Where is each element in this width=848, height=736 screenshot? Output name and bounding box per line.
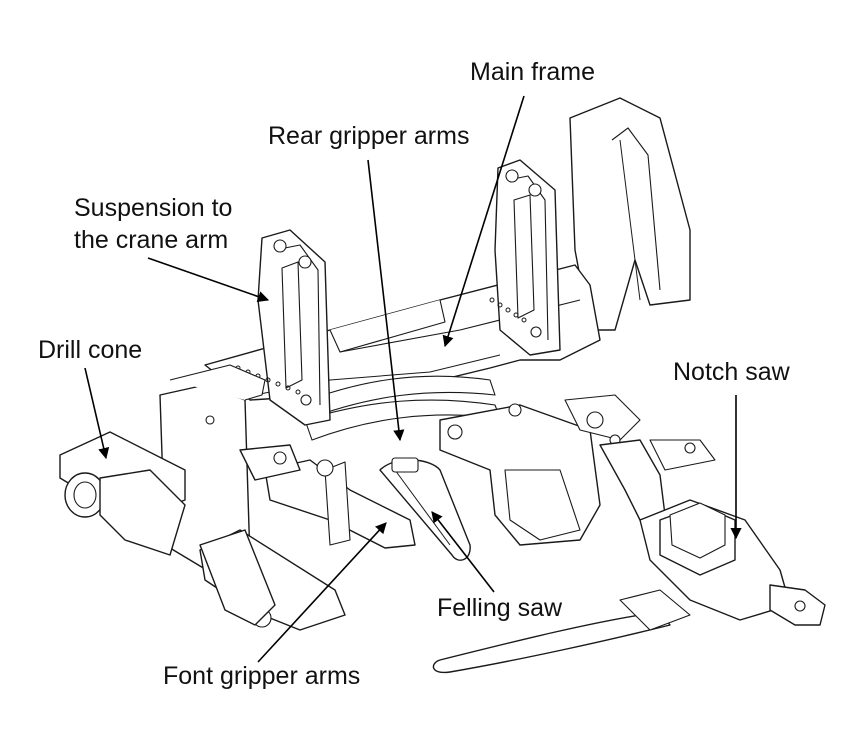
rear-gripper-arms <box>439 394 641 546</box>
label-suspension-line2: the crane arm <box>74 226 229 254</box>
label-felling-saw: Felling saw <box>437 594 563 622</box>
leader-drill-cone <box>84 367 110 460</box>
label-drill-cone: Drill cone <box>38 336 143 364</box>
right-suspension-bracket <box>489 159 561 356</box>
leader-font-gripper-arms <box>257 522 387 663</box>
label-main-frame: Main frame <box>470 58 596 86</box>
leader-main-frame <box>442 95 525 348</box>
front-gripper-arms <box>239 444 416 549</box>
notch-saw <box>432 439 826 674</box>
label-rear-gripper-arms: Rear gripper arms <box>268 122 470 150</box>
left-body-housing <box>59 364 346 631</box>
leader-felling-saw <box>431 511 495 593</box>
left-suspension-bracket <box>235 229 331 426</box>
felling-saw <box>379 457 471 561</box>
leader-lines <box>84 95 742 663</box>
label-suspension-line1: Suspension to <box>74 194 233 222</box>
label-notch-saw: Notch saw <box>673 358 790 386</box>
label-font-gripper-arms: Font gripper arms <box>163 662 361 690</box>
rear-shield <box>569 97 691 331</box>
leader-suspension <box>147 257 270 302</box>
leader-rear-gripper-arms <box>367 159 405 442</box>
